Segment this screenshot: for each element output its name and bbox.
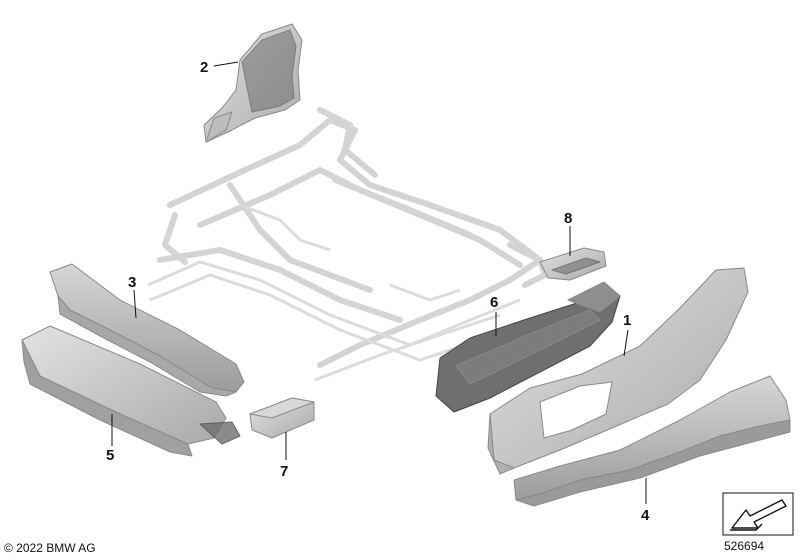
part-1-side-trim[interactable] [487,267,749,475]
label-3[interactable]: 3 [128,274,136,291]
leader-3 [133,289,137,319]
part-6-mechanism-housing[interactable] [435,281,621,413]
label-1[interactable]: 1 [623,312,631,329]
part-2-backrest-cover[interactable] [203,23,303,143]
part-labels: 1 2 3 4 5 6 7 8 [106,59,650,524]
diagram-number: 526694 [724,539,765,553]
leader-lines [111,61,647,504]
copyright-notice: © 2022 BMW AG [4,541,96,555]
part-3-front-trim[interactable] [49,263,245,397]
seat-frame-ghost [147,107,548,382]
part-7-bracket[interactable] [249,397,315,439]
part-8-clip[interactable] [539,247,607,281]
leader-1 [623,329,629,357]
arrow-navigation-icon[interactable] [722,492,794,536]
label-6[interactable]: 6 [490,294,498,311]
label-7[interactable]: 7 [280,463,288,480]
part-5-lower-cover[interactable] [21,325,241,457]
part-4-lower-strip[interactable] [513,375,791,507]
leader-2 [213,61,239,67]
label-8[interactable]: 8 [564,210,572,227]
label-2[interactable]: 2 [200,59,208,76]
label-5[interactable]: 5 [106,447,114,464]
label-4[interactable]: 4 [641,507,650,524]
